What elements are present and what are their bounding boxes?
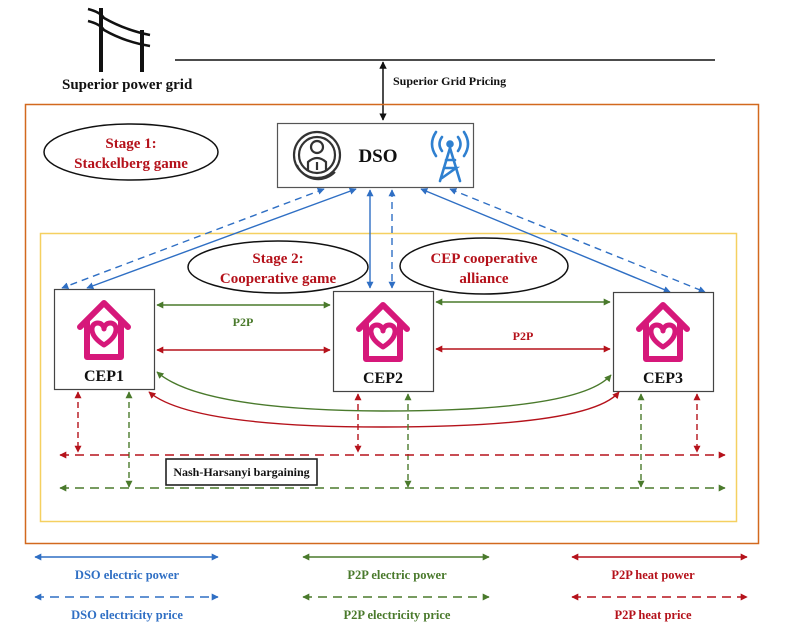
dso-label: DSO bbox=[358, 146, 397, 167]
legend-label: DSO electric power bbox=[75, 568, 180, 582]
stage1-ellipse bbox=[43, 123, 219, 181]
alliance-ellipse bbox=[399, 237, 569, 295]
cep2-label: CEP2 bbox=[363, 370, 403, 387]
legend-label: DSO electricity price bbox=[71, 608, 183, 622]
dso-cep1-price-arrow bbox=[61, 187, 325, 290]
stage1-subtitle: Stackelberg game bbox=[74, 156, 188, 172]
signal-tower-icon bbox=[430, 130, 470, 183]
cep1-label: CEP1 bbox=[84, 368, 124, 385]
legend-label: P2P heat power bbox=[611, 568, 695, 582]
bargaining-box bbox=[165, 458, 318, 486]
alliance-title: CEP cooperative bbox=[430, 251, 537, 267]
dso-cep3-price-arrow bbox=[449, 188, 706, 293]
cep1-node: CEP1 bbox=[53, 288, 156, 391]
stage1-frame bbox=[24, 103, 760, 545]
legend-label: P2P electricity price bbox=[344, 608, 451, 622]
p2p-red-label: P2P bbox=[513, 329, 534, 343]
cep1-cep3-heat-arrow bbox=[148, 391, 620, 428]
cep3-node: CEP3 bbox=[612, 291, 715, 393]
cep3-label: CEP3 bbox=[643, 370, 683, 387]
stage2-ellipse bbox=[187, 240, 369, 294]
power-pole-icon bbox=[87, 7, 151, 72]
superior-grid-label: Superior power grid bbox=[62, 77, 193, 93]
stage2-subtitle: Cooperative game bbox=[220, 271, 337, 287]
legend: DSO electric power DSO electricity price… bbox=[34, 553, 748, 622]
stage1-title: Stage 1: bbox=[105, 136, 156, 152]
legend-label: P2P heat price bbox=[614, 608, 692, 622]
grid-pricing-label: Superior Grid Pricing bbox=[393, 74, 506, 88]
bargaining-label: Nash-Harsanyi bargaining bbox=[173, 465, 309, 479]
alliance-subtitle: alliance bbox=[459, 271, 509, 287]
operator-person-icon bbox=[292, 130, 342, 181]
stage2-title: Stage 2: bbox=[252, 251, 303, 267]
p2p-green-label: P2P bbox=[233, 315, 254, 329]
legend-label: P2P electric power bbox=[347, 568, 447, 582]
cep2-node: CEP2 bbox=[332, 290, 435, 393]
